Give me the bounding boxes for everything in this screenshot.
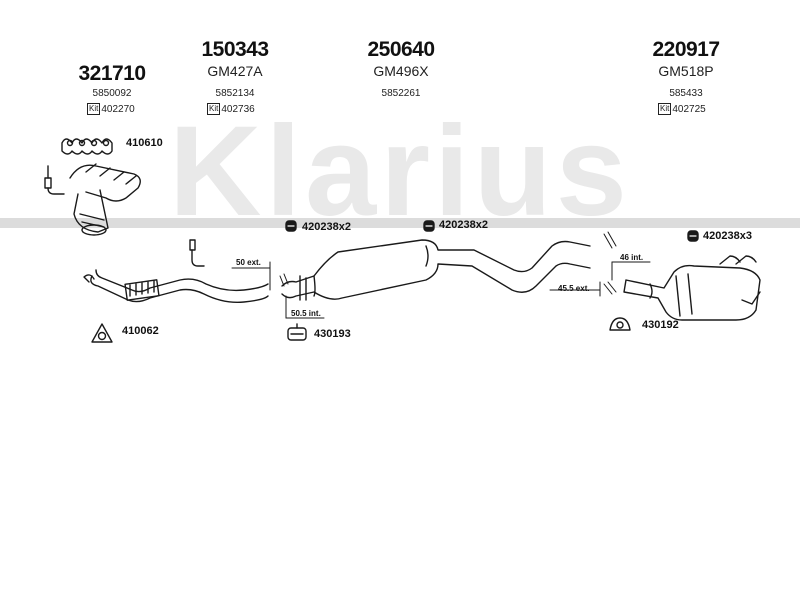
part-number-250640: 250640 [367, 38, 435, 61]
oe-code: GM427A [207, 63, 263, 79]
flange-gasket-icon [91, 323, 113, 343]
kit-number: 402725 [672, 103, 706, 115]
middle-silencer-icon [281, 239, 591, 301]
oe-code: GM518P [658, 63, 714, 79]
kit-box-icon: Kit [658, 103, 672, 115]
dimension-marker-icon [231, 261, 271, 291]
part-number-220917: 220917 [652, 38, 720, 61]
brand-watermark: Klarius [0, 120, 800, 230]
dimension-marker-icon [285, 295, 325, 319]
dimension-label: 46 int. [620, 253, 644, 262]
kit-box-icon: Kit [87, 103, 101, 115]
kit-box-icon: Kit [207, 103, 221, 115]
callout-clamp: 420238x3 [703, 230, 752, 242]
dimension-marker-icon [549, 261, 651, 297]
dimension-label: 50 ext. [236, 258, 261, 267]
pipe-break-icon [279, 231, 617, 295]
part-number-150343: 150343 [201, 38, 269, 61]
callout-flange-gasket: 410062 [122, 325, 159, 337]
kit-number: 402736 [221, 103, 255, 115]
oxygen-sensor-icon [44, 165, 65, 195]
kit-label: Kit 402736 [207, 103, 255, 115]
callout-clamp: 420238x2 [302, 221, 351, 233]
manifold-gasket-icon [61, 138, 113, 155]
dimension-label: 50.5 int. [291, 309, 321, 318]
clamp-icon [285, 220, 699, 242]
kit-label: Kit 402270 [87, 103, 135, 115]
front-pipe-icon [83, 239, 269, 304]
kit-label: Kit 402725 [658, 103, 706, 115]
part-number-321710: 321710 [78, 62, 146, 85]
reference-number: 585433 [669, 88, 703, 99]
catalytic-converter-manifold-icon [69, 163, 141, 236]
callout-mounting-rubber: 430193 [314, 328, 351, 340]
kit-number: 402270 [101, 103, 135, 115]
reference-number: 5852261 [381, 88, 421, 99]
oe-code: GM496X [373, 63, 429, 79]
reference-number: 5850092 [92, 88, 132, 99]
dimension-label: 45.5 ext. [558, 284, 590, 293]
reference-number: 5852134 [215, 88, 255, 99]
callout-clamp: 420238x2 [439, 219, 488, 231]
mounting-rubber-icon [287, 323, 307, 341]
callout-mounting-rubber: 430192 [642, 319, 679, 331]
brand-watermark-text: Klarius [169, 120, 631, 230]
callout-manifold-gasket: 410610 [126, 137, 163, 149]
mounting-rubber-icon [609, 317, 631, 331]
rear-silencer-icon [623, 255, 761, 321]
